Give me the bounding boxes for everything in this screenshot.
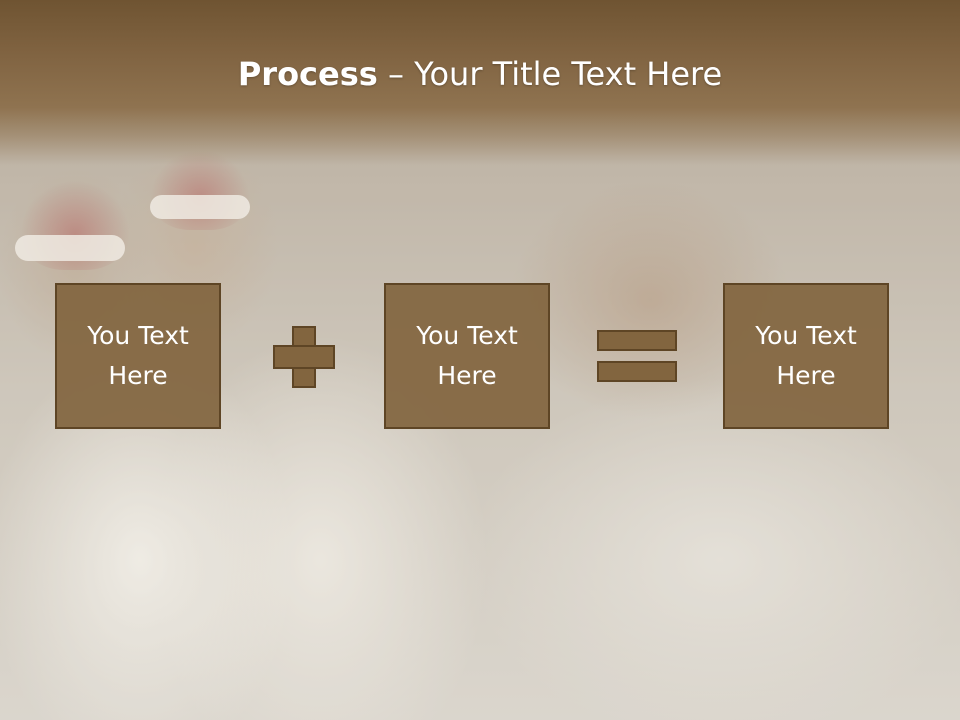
step-3-line-2: Here	[776, 361, 836, 390]
process-step-text-3: You Text Here	[731, 316, 881, 396]
step-1-line-2: Here	[108, 361, 168, 390]
step-1-line-1: You Text	[87, 321, 189, 350]
hat-brim-right	[150, 195, 250, 219]
hat-brim-left	[15, 235, 125, 261]
process-step-box-2: You Text Here	[384, 283, 550, 429]
plus-core	[294, 347, 314, 367]
header-band	[0, 0, 960, 165]
title-rest: – Your Title Text Here	[377, 55, 723, 93]
process-step-box-1: You Text Here	[55, 283, 221, 429]
plus-icon	[273, 326, 335, 388]
process-step-box-3: You Text Here	[723, 283, 889, 429]
equals-top-bar	[597, 330, 677, 351]
equals-bottom-bar	[597, 361, 677, 382]
step-2-line-1: You Text	[416, 321, 518, 350]
process-step-text-2: You Text Here	[392, 316, 542, 396]
equals-icon	[597, 330, 677, 384]
slide-title: Process – Your Title Text Here	[0, 52, 960, 96]
process-step-text-1: You Text Here	[63, 316, 213, 396]
step-3-line-1: You Text	[755, 321, 857, 350]
title-bold: Process	[237, 55, 378, 93]
step-2-line-2: Here	[437, 361, 497, 390]
